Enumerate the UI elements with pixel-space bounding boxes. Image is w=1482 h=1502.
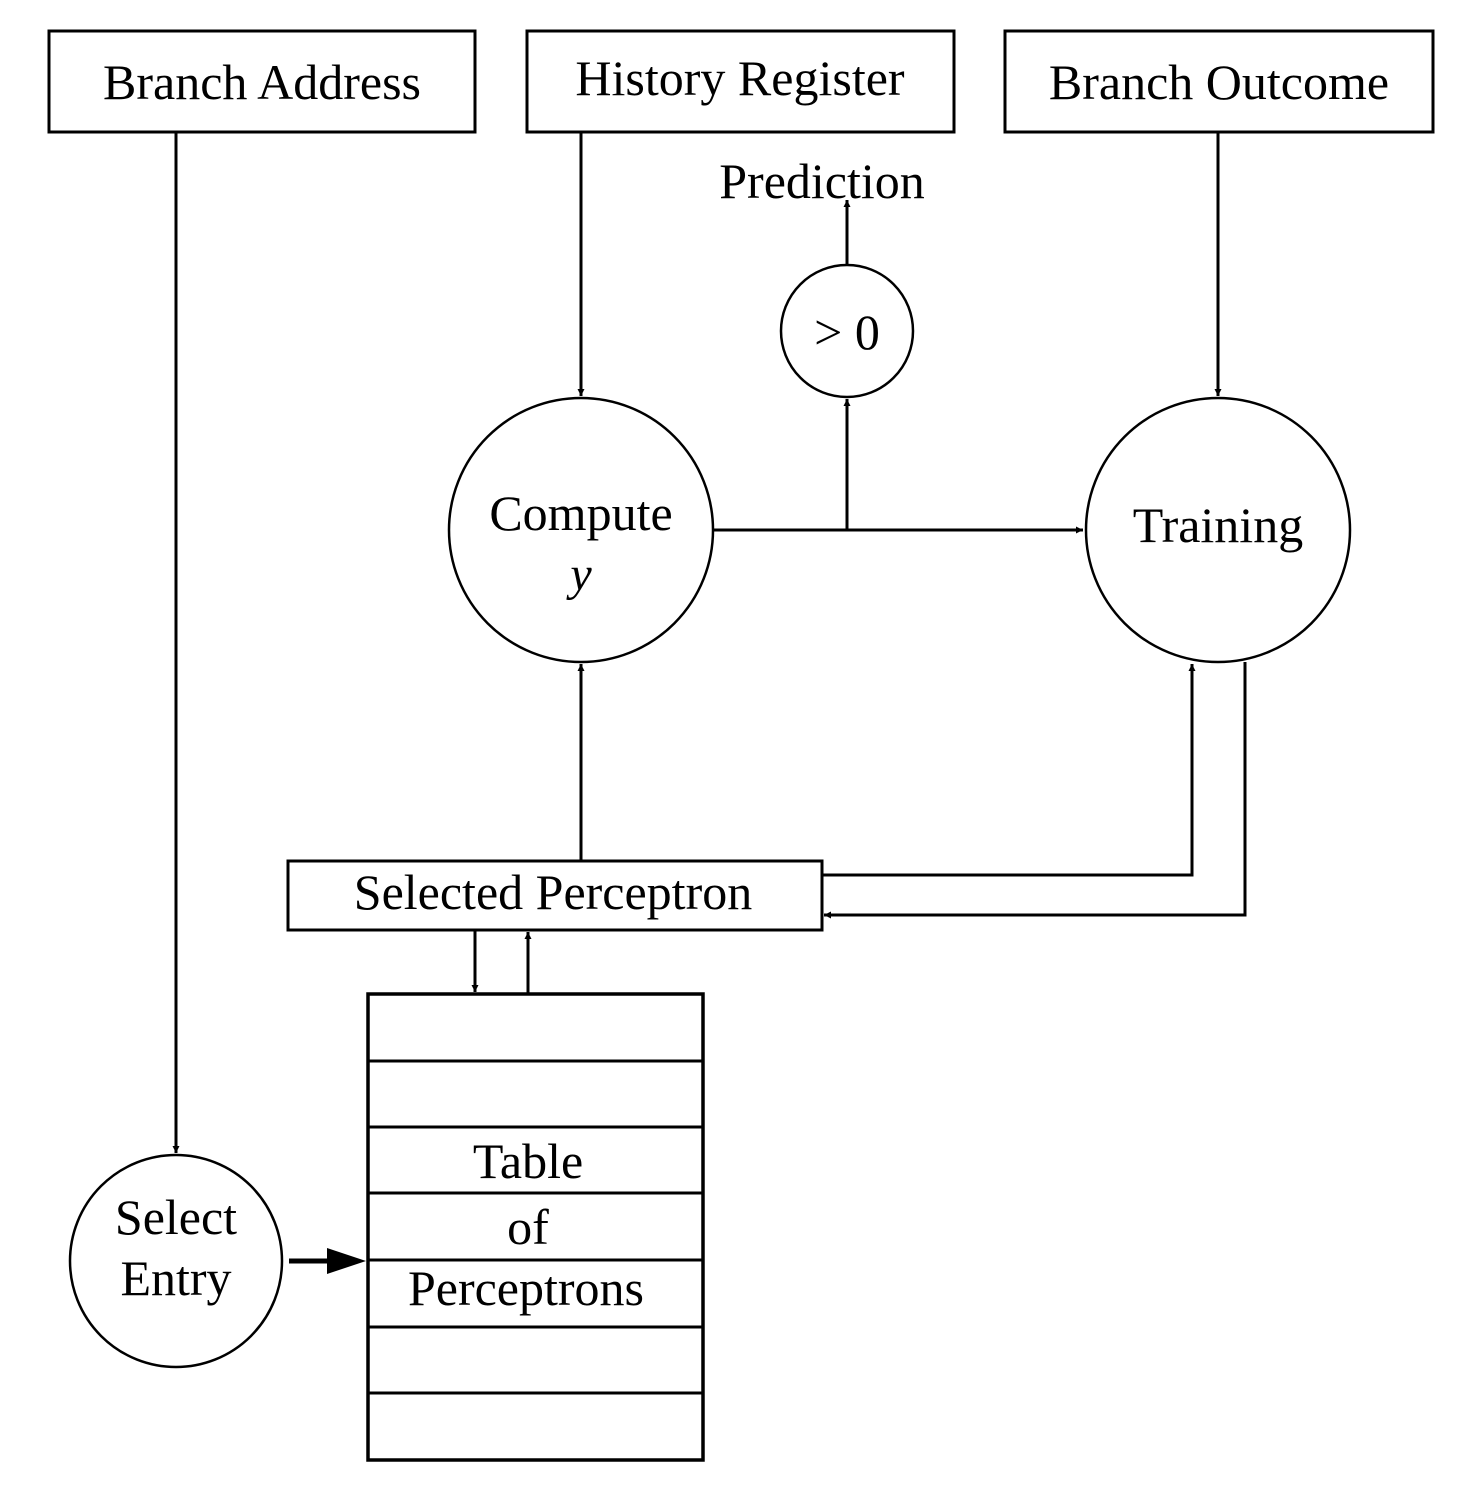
training-label: Training [1133,497,1303,553]
table-label-line3: Perceptrons [408,1260,644,1316]
selected-perceptron-label: Selected Perceptron [354,864,752,920]
compare-node: > 0 [779,263,915,399]
table-label-line2: of [507,1199,549,1255]
training-node: Training [1084,396,1352,664]
selected-perceptron-box: Selected Perceptron [286,859,824,932]
history-register-box: History Register [525,29,956,134]
select-entry-label-line2: Entry [120,1250,231,1306]
branch-address-label: Branch Address [103,54,421,110]
select-entry-label-line1: Select [115,1189,237,1245]
arrow-training-to-selected [824,662,1247,919]
compute-y-node: Compute y [447,396,715,664]
select-entry-node: Select Entry [68,1153,284,1369]
branch-outcome-box: Branch Outcome [1003,29,1435,134]
arrow-select-to-table-head [327,1248,366,1274]
prediction-label: Prediction [719,153,925,209]
branch-address-box: Branch Address [47,29,477,134]
table-label-line1: Table [473,1133,583,1189]
history-register-label: History Register [575,50,904,106]
perceptron-table: Table of Perceptrons [366,992,705,1462]
branch-outcome-label: Branch Outcome [1049,54,1389,110]
compute-label: Compute [489,485,672,541]
arrow-selected-to-training [822,664,1196,877]
compute-variable-label: y [565,548,592,601]
compare-label: > 0 [814,304,880,360]
